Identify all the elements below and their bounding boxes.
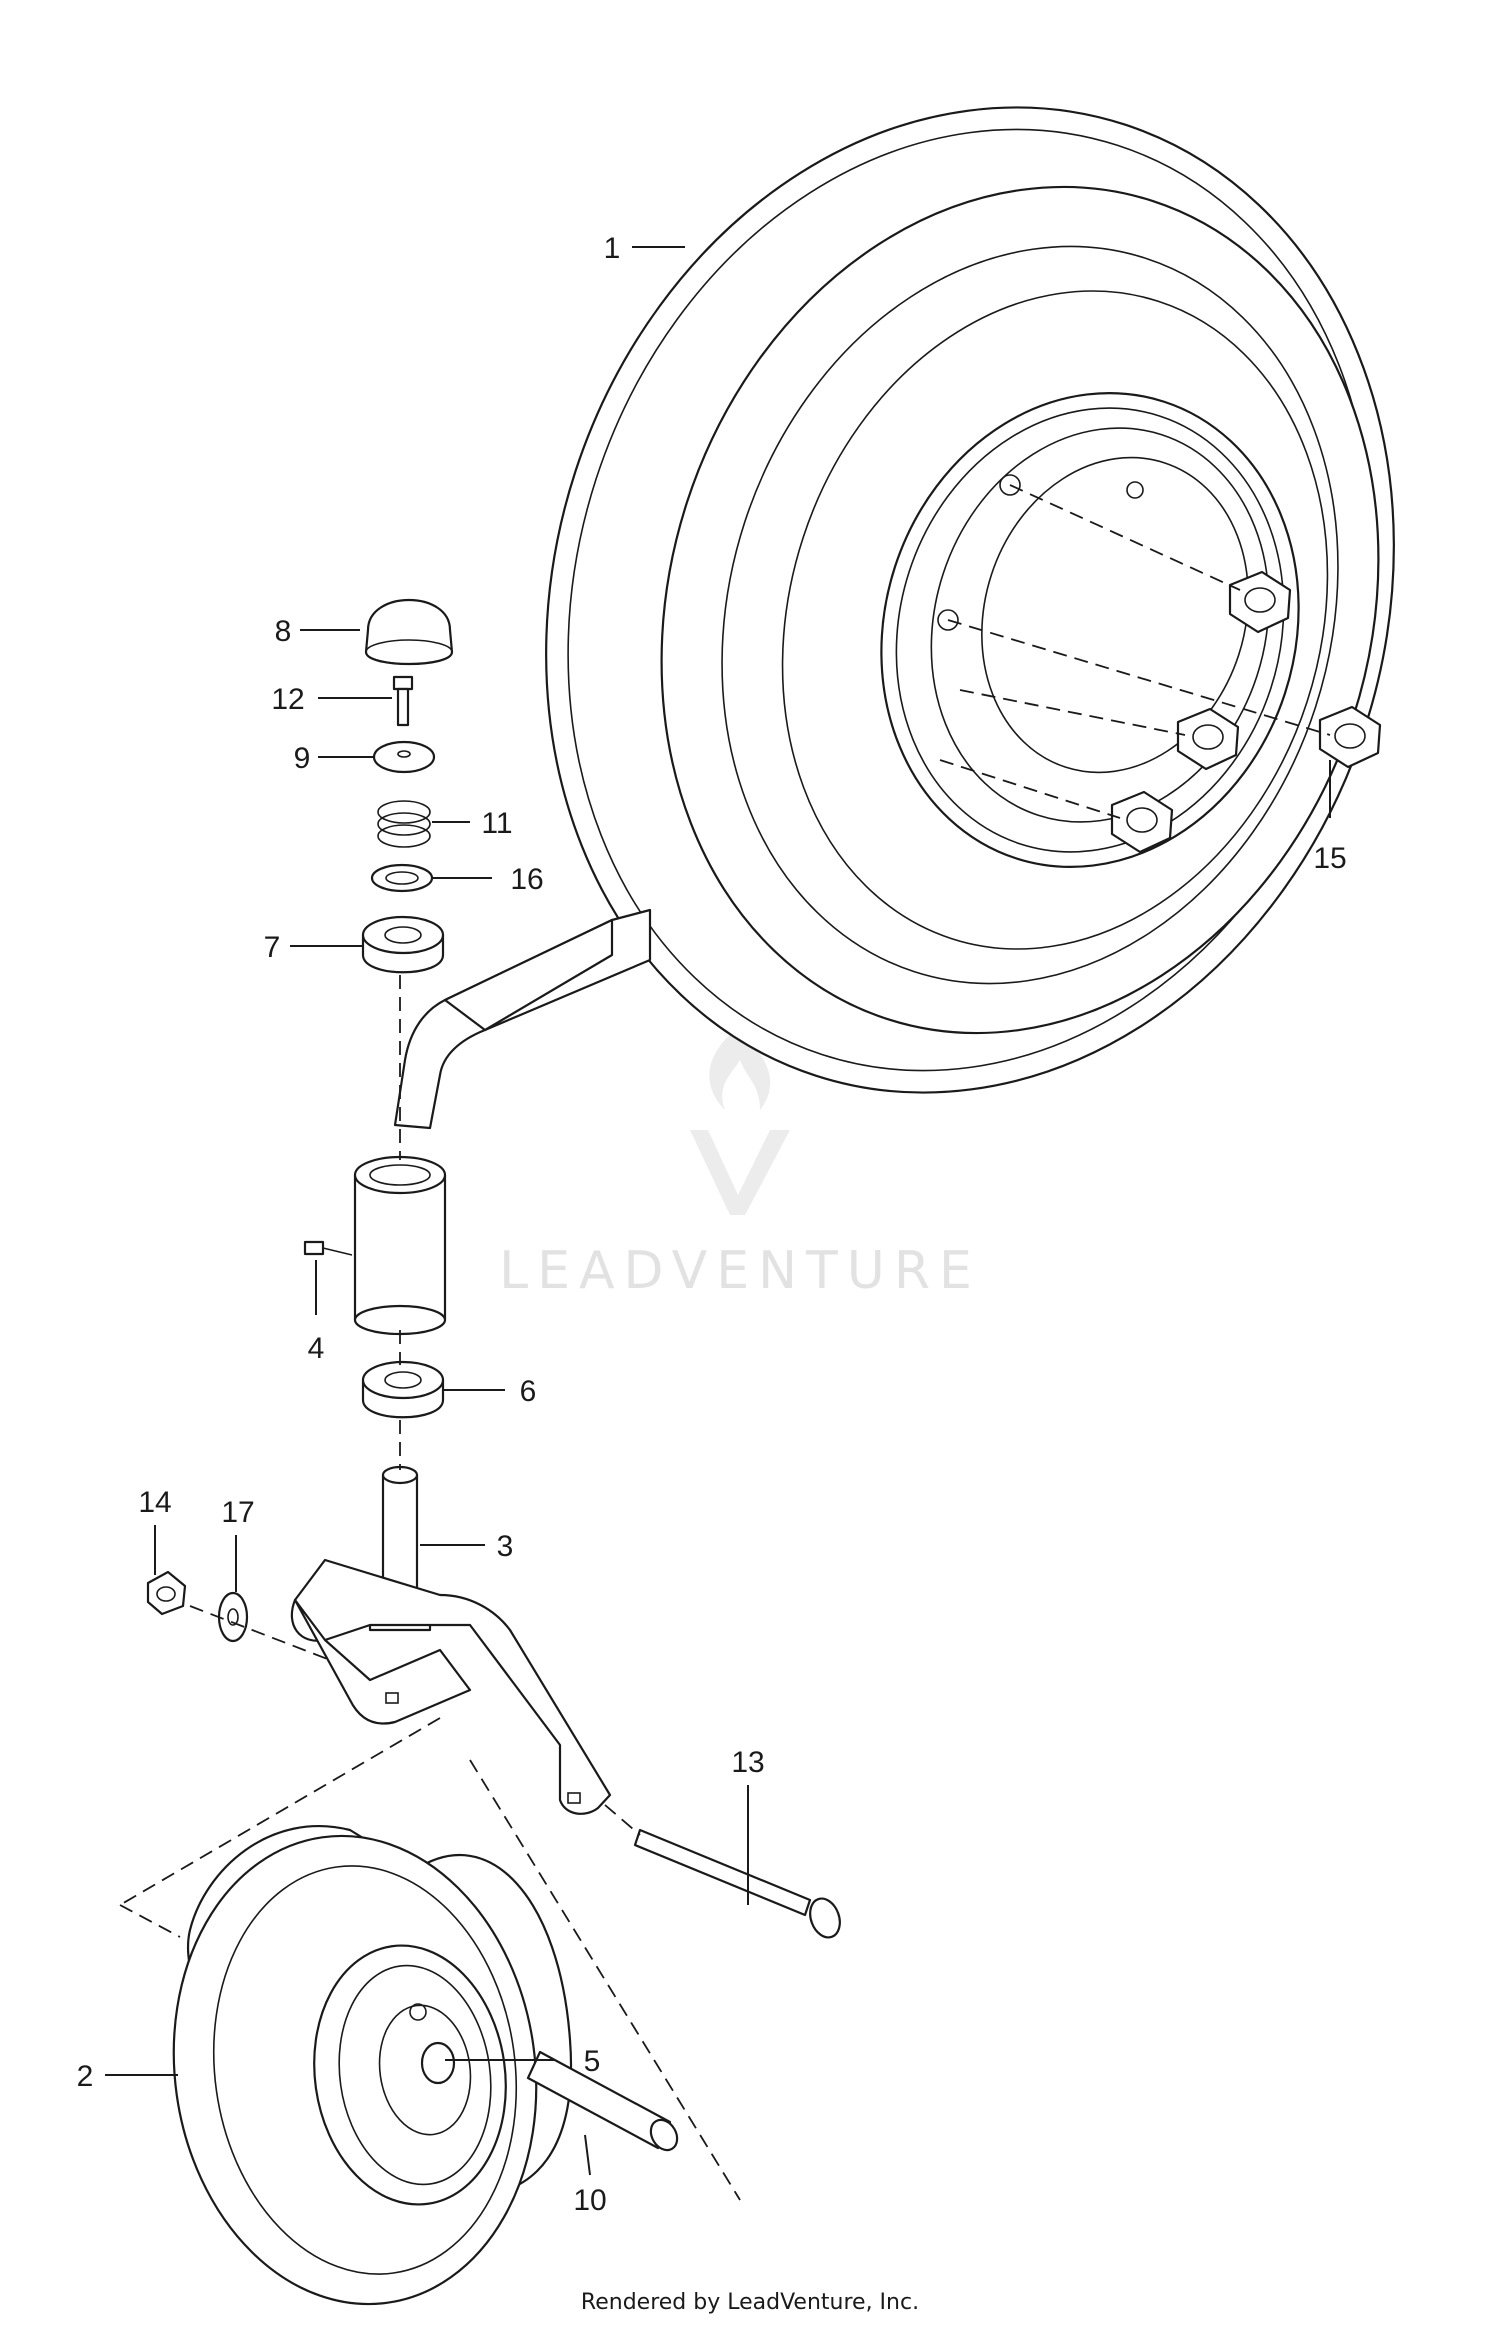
callout-13: 13 <box>731 1746 764 1779</box>
leadventure-watermark: LEADVENTURE <box>499 1030 981 1301</box>
callout-6: 6 <box>520 1375 537 1408</box>
part-4-grease-fitting <box>303 1240 353 1256</box>
callout-10: 10 <box>573 2184 606 2217</box>
wheel-guide-line <box>119 1717 441 1906</box>
part-15-lug-nuts <box>939 484 1382 854</box>
part-3-caster-yoke <box>290 1465 612 1815</box>
callout-1: 1 <box>604 232 621 265</box>
part-2-caster-wheel <box>172 1824 573 2306</box>
callout-7: 7 <box>264 931 281 964</box>
part-9-washer <box>372 740 436 774</box>
callout-3: 3 <box>497 1530 514 1563</box>
part-8-dust-cap <box>364 599 454 666</box>
watermark-text: LEADVENTURE <box>499 1241 981 1301</box>
callout-15: 15 <box>1313 842 1346 875</box>
footer-credit: Rendered by LeadVenture, Inc. <box>580 2290 920 2315</box>
callout-labels: 1 2 3 4 5 6 7 8 9 10 11 12 13 14 15 16 1… <box>77 232 1347 2217</box>
part-6-lower-bearing <box>361 1360 445 1419</box>
part-14-lock-nut <box>146 1570 187 1616</box>
leader-lines <box>105 246 1331 2176</box>
callout-12: 12 <box>271 683 304 716</box>
axle-bolt-axis-line <box>189 1605 331 1661</box>
part-1-drive-tire <box>545 106 1395 1094</box>
part-12-bolt <box>392 675 414 727</box>
callout-8: 8 <box>275 615 292 648</box>
wheel-guide-line <box>469 1759 741 2201</box>
callout-9: 9 <box>294 742 311 775</box>
part-11-retaining-ring <box>377 800 431 848</box>
part-17-washer <box>217 1591 249 1643</box>
callout-17: 17 <box>221 1496 254 1529</box>
callout-11: 11 <box>481 807 512 840</box>
part-10-spacer-tube <box>526 2050 679 2152</box>
caster-pivot-tube <box>353 1155 447 1336</box>
callout-2: 2 <box>77 2060 94 2093</box>
part-16-flat-washer <box>370 863 434 893</box>
part-13-axle-bolt <box>604 1804 841 1939</box>
callout-5: 5 <box>584 2045 601 2078</box>
part-7-upper-bearing <box>361 915 445 974</box>
caster-arm-frame <box>393 908 652 1130</box>
wheel-guide-line <box>119 1904 181 1938</box>
callout-4: 4 <box>308 1332 325 1365</box>
callout-16: 16 <box>510 863 543 896</box>
callout-14: 14 <box>138 1486 171 1519</box>
